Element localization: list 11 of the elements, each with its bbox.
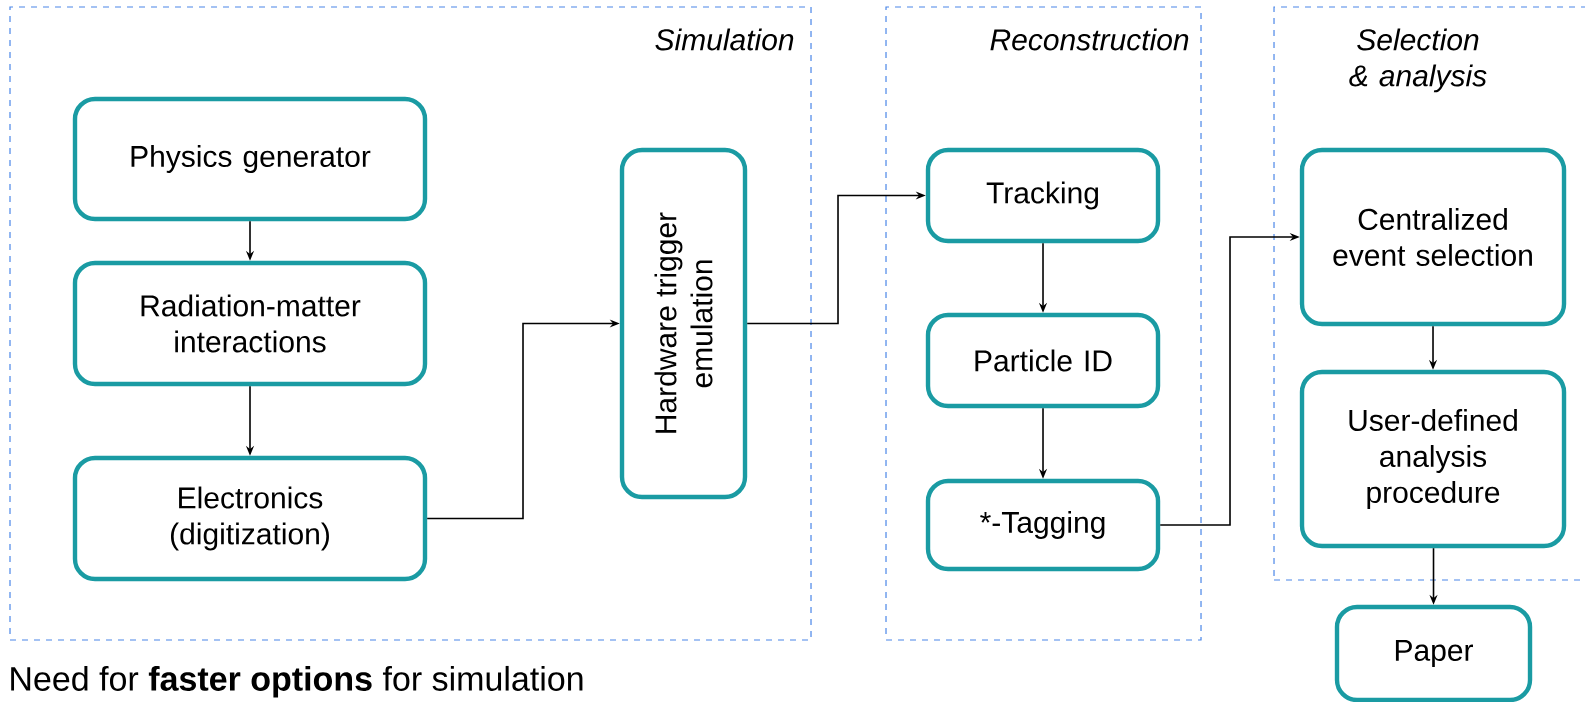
process-box: Electronics (digitization) <box>72 455 428 582</box>
process-box: Hardware trigger emulation <box>619 147 748 500</box>
process-box: Particle ID <box>925 312 1161 409</box>
process-box: Radiation-matter interactions <box>72 260 428 387</box>
process-box: Tracking <box>925 147 1161 244</box>
process-box: Paper <box>1334 604 1533 702</box>
process-box: Physics generator <box>72 96 428 222</box>
note-text: Need for faster options for simulation <box>11 665 583 698</box>
process-box: *-Tagging <box>925 478 1161 572</box>
process-box: Centralized event selection <box>1299 147 1567 327</box>
process-box: User-defined analysis procedure <box>1299 369 1567 549</box>
